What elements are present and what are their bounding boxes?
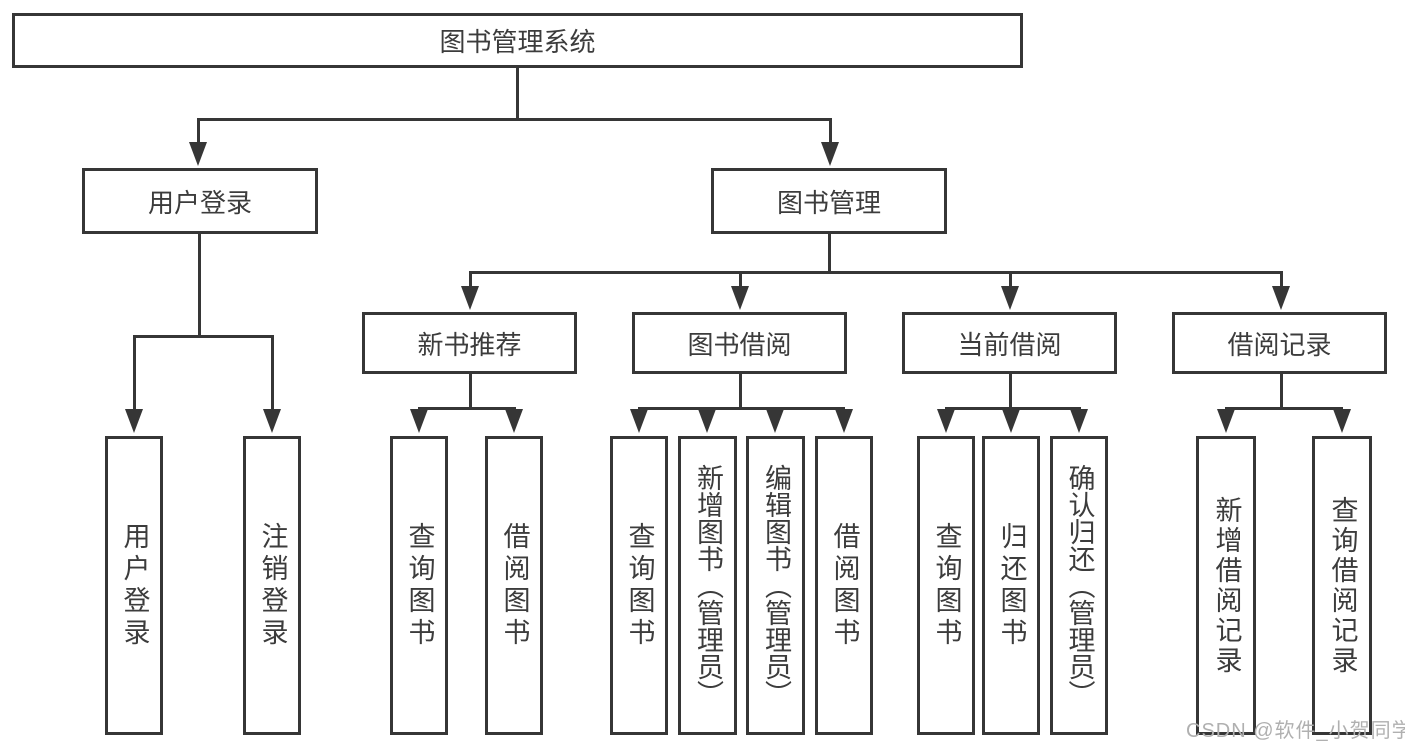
leaf-confirm-return-admin: 确认归还（管理员） [1050,436,1108,735]
leaf-query-books-recommend: 查询图书 [390,436,448,735]
connector-arrow-stem [469,274,472,288]
arrowhead-icon [125,409,143,433]
connector-current-stem [1009,374,1012,408]
connector-current-branch [945,407,1081,410]
arrowhead-icon [263,409,281,433]
arrowhead-icon [1333,409,1351,433]
node-new-book-recommend: 新书推荐 [362,312,577,374]
connector-book-mgmt-branch [469,271,1283,274]
connector-root-stem [516,66,519,120]
connector-root-branch [197,118,832,121]
leaf-return-books: 归还图书 [982,436,1040,735]
connector-records-branch [1225,407,1343,410]
arrowhead-icon [1217,409,1235,433]
connector-arrow-stem [739,274,742,288]
connector-arrow-stem [197,120,200,144]
leaf-query-books-current: 查询图书 [917,436,975,735]
arrowhead-icon [698,409,716,433]
connector-records-stem [1280,374,1283,408]
node-library-system: 图书管理系统 [12,13,1023,68]
connector-arrow-stem [829,120,832,144]
node-book-borrowing: 图书借阅 [632,312,847,374]
arrowhead-icon [1002,409,1020,433]
connector-arrow-stem [271,337,274,411]
leaf-edit-books-admin: 编辑图书（管理员） [746,436,805,735]
arrowhead-icon [461,286,479,310]
arrowhead-icon [821,142,839,166]
arrowhead-icon [1001,286,1019,310]
node-user-login: 用户登录 [82,168,318,234]
node-current-borrowing: 当前借阅 [902,312,1117,374]
connector-recommend-stem [469,374,472,408]
arrowhead-icon [937,409,955,433]
connector-recommend-branch [418,407,516,410]
arrowhead-icon [1272,286,1290,310]
connector-arrow-stem [1009,274,1012,288]
connector-arrow-stem [133,337,136,411]
connector-borrow-branch [638,407,845,410]
connector-user-login-branch [133,335,274,338]
connector-book-mgmt-stem [828,234,831,273]
arrowhead-icon [189,142,207,166]
leaf-borrow-books-recommend: 借阅图书 [485,436,543,735]
leaf-logout: 注销登录 [243,436,301,735]
arrowhead-icon [835,409,853,433]
arrowhead-icon [505,409,523,433]
connector-arrow-stem [1280,274,1283,288]
arrowhead-icon [630,409,648,433]
arrowhead-icon [410,409,428,433]
node-book-management: 图书管理 [711,168,947,234]
leaf-add-borrow-record: 新增借阅记录 [1196,436,1256,735]
leaf-query-borrow-record: 查询借阅记录 [1312,436,1372,735]
leaf-add-books-admin: 新增图书（管理员） [678,436,737,735]
leaf-borrow-books: 借阅图书 [815,436,873,735]
connector-user-login-stem [198,234,201,337]
leaf-query-books-borrow: 查询图书 [610,436,668,735]
arrowhead-icon [1070,409,1088,433]
connector-borrow-stem [739,374,742,408]
arrowhead-icon [731,286,749,310]
node-borrowing-records: 借阅记录 [1172,312,1387,374]
leaf-user-login: 用户登录 [105,436,163,735]
arrowhead-icon [766,409,784,433]
csdn-watermark: CSDN @软件_小贺同学 [1186,720,1405,742]
